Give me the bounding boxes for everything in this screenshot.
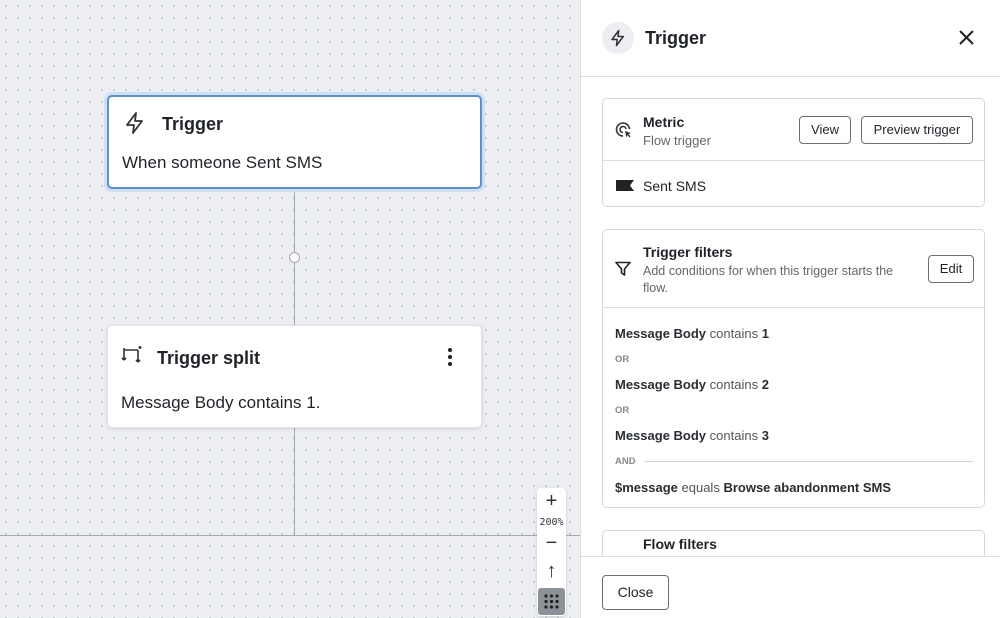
trigger-node-title: Trigger bbox=[162, 114, 224, 134]
metric-subtitle: Flow trigger bbox=[643, 133, 711, 148]
zoom-level: 200% bbox=[539, 517, 564, 528]
zoom-out-button[interactable]: − bbox=[545, 532, 558, 554]
add-step-node[interactable] bbox=[289, 252, 300, 263]
branch-line bbox=[0, 535, 580, 536]
split-icon bbox=[121, 346, 142, 363]
edit-filters-button[interactable]: Edit bbox=[928, 255, 974, 283]
flag-icon bbox=[616, 180, 634, 191]
trigger-split-node[interactable]: Trigger split Message Body contains 1. bbox=[107, 325, 482, 428]
panel-icon-badge bbox=[602, 22, 634, 54]
preview-trigger-button[interactable]: Preview trigger bbox=[861, 116, 973, 144]
trigger-side-panel: Trigger Metric Flow trigger View Preview… bbox=[580, 0, 1000, 618]
or-separator: OR bbox=[615, 405, 630, 416]
lightning-icon bbox=[611, 29, 624, 47]
filter-condition: $message equals Browse abandonment SMS bbox=[615, 480, 892, 495]
panel-header: Trigger bbox=[581, 0, 1000, 77]
metric-name: Sent SMS bbox=[643, 178, 707, 194]
zoom-controls: + 200% − ↑ bbox=[537, 488, 566, 616]
trigger-filters-card: Trigger filters Add conditions for when … bbox=[602, 229, 985, 508]
metric-cursor-icon bbox=[615, 122, 631, 138]
metric-title: Metric bbox=[643, 114, 685, 130]
flow-filters-title: Flow filters bbox=[643, 536, 717, 552]
trigger-node-body: When someone Sent SMS bbox=[122, 153, 323, 172]
panel-footer: Close bbox=[581, 556, 1000, 618]
close-button[interactable]: Close bbox=[602, 575, 669, 610]
connector-line bbox=[294, 428, 295, 535]
filter-condition: Message Body contains 3 bbox=[615, 428, 769, 443]
trigger-filters-description: Add conditions for when this trigger sta… bbox=[643, 264, 894, 295]
panel-title: Trigger bbox=[645, 28, 707, 48]
lightning-icon bbox=[126, 112, 143, 134]
close-icon[interactable] bbox=[958, 29, 975, 46]
view-button[interactable]: View bbox=[799, 116, 851, 144]
filter-icon bbox=[615, 261, 631, 276]
recenter-button[interactable]: ↑ bbox=[546, 560, 557, 582]
split-node-title: Trigger split bbox=[157, 348, 261, 368]
trigger-node[interactable]: Trigger When someone Sent SMS bbox=[107, 95, 482, 189]
grid-dots-icon bbox=[544, 594, 559, 609]
or-separator: OR bbox=[615, 354, 630, 365]
kebab-icon[interactable] bbox=[444, 347, 456, 367]
trigger-filters-title: Trigger filters bbox=[643, 244, 733, 260]
grid-toggle-button[interactable] bbox=[538, 588, 565, 615]
and-separator: AND bbox=[615, 456, 636, 467]
metric-card: Metric Flow trigger View Preview trigger… bbox=[602, 98, 985, 207]
filter-condition: Message Body contains 2 bbox=[615, 377, 769, 392]
zoom-in-button[interactable]: + bbox=[545, 490, 558, 512]
flow-canvas[interactable]: Trigger When someone Sent SMS Trigger sp… bbox=[0, 0, 580, 618]
filter-condition: Message Body contains 1 bbox=[615, 326, 769, 341]
split-node-body: Message Body contains 1. bbox=[121, 393, 321, 412]
